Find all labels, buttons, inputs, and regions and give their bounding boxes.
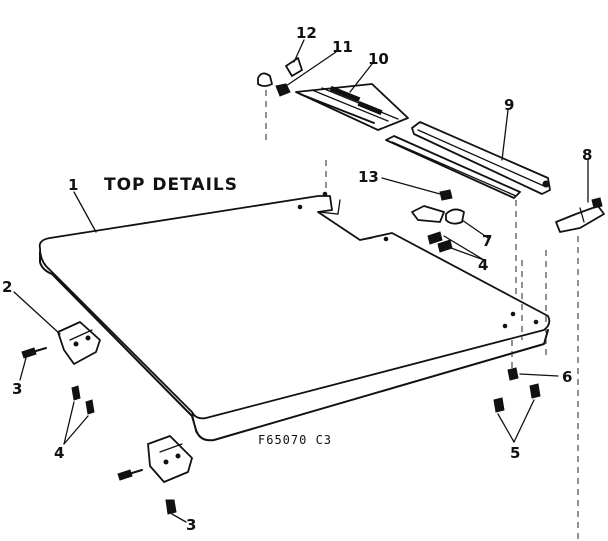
callout-6: 6	[562, 368, 572, 386]
callout-12: 12	[296, 24, 317, 42]
callout-7: 7	[482, 232, 492, 250]
leader-lines	[13, 39, 589, 523]
hinge-strip	[295, 83, 409, 131]
callout-5: 5	[510, 444, 520, 462]
alignment-lines	[265, 90, 579, 541]
callout-9: 9	[504, 96, 514, 114]
side-bracket-8	[555, 197, 605, 233]
callout-10: 10	[368, 50, 389, 68]
callout-13: 13	[358, 168, 379, 186]
hinge-bracket-2	[57, 321, 101, 365]
callout-11: 11	[332, 38, 353, 56]
callout-3-bottom: 3	[186, 516, 196, 534]
rear-rail	[385, 121, 551, 199]
screws	[21, 347, 541, 515]
callout-1: 1	[68, 176, 78, 194]
callout-3: 3	[12, 380, 22, 398]
top-panel	[38, 191, 551, 442]
callout-8: 8	[582, 146, 592, 164]
callout-4-right: 4	[478, 256, 488, 274]
callout-2: 2	[2, 278, 12, 296]
screw-parts-11-12	[257, 57, 303, 97]
part-code: F65070 C3	[258, 433, 332, 447]
clip-parts-7-13	[411, 189, 465, 253]
hinge-bracket-lower	[147, 435, 193, 483]
diagram-title: TOP DETAILS	[104, 175, 238, 195]
callout-4-left: 4	[54, 444, 64, 462]
